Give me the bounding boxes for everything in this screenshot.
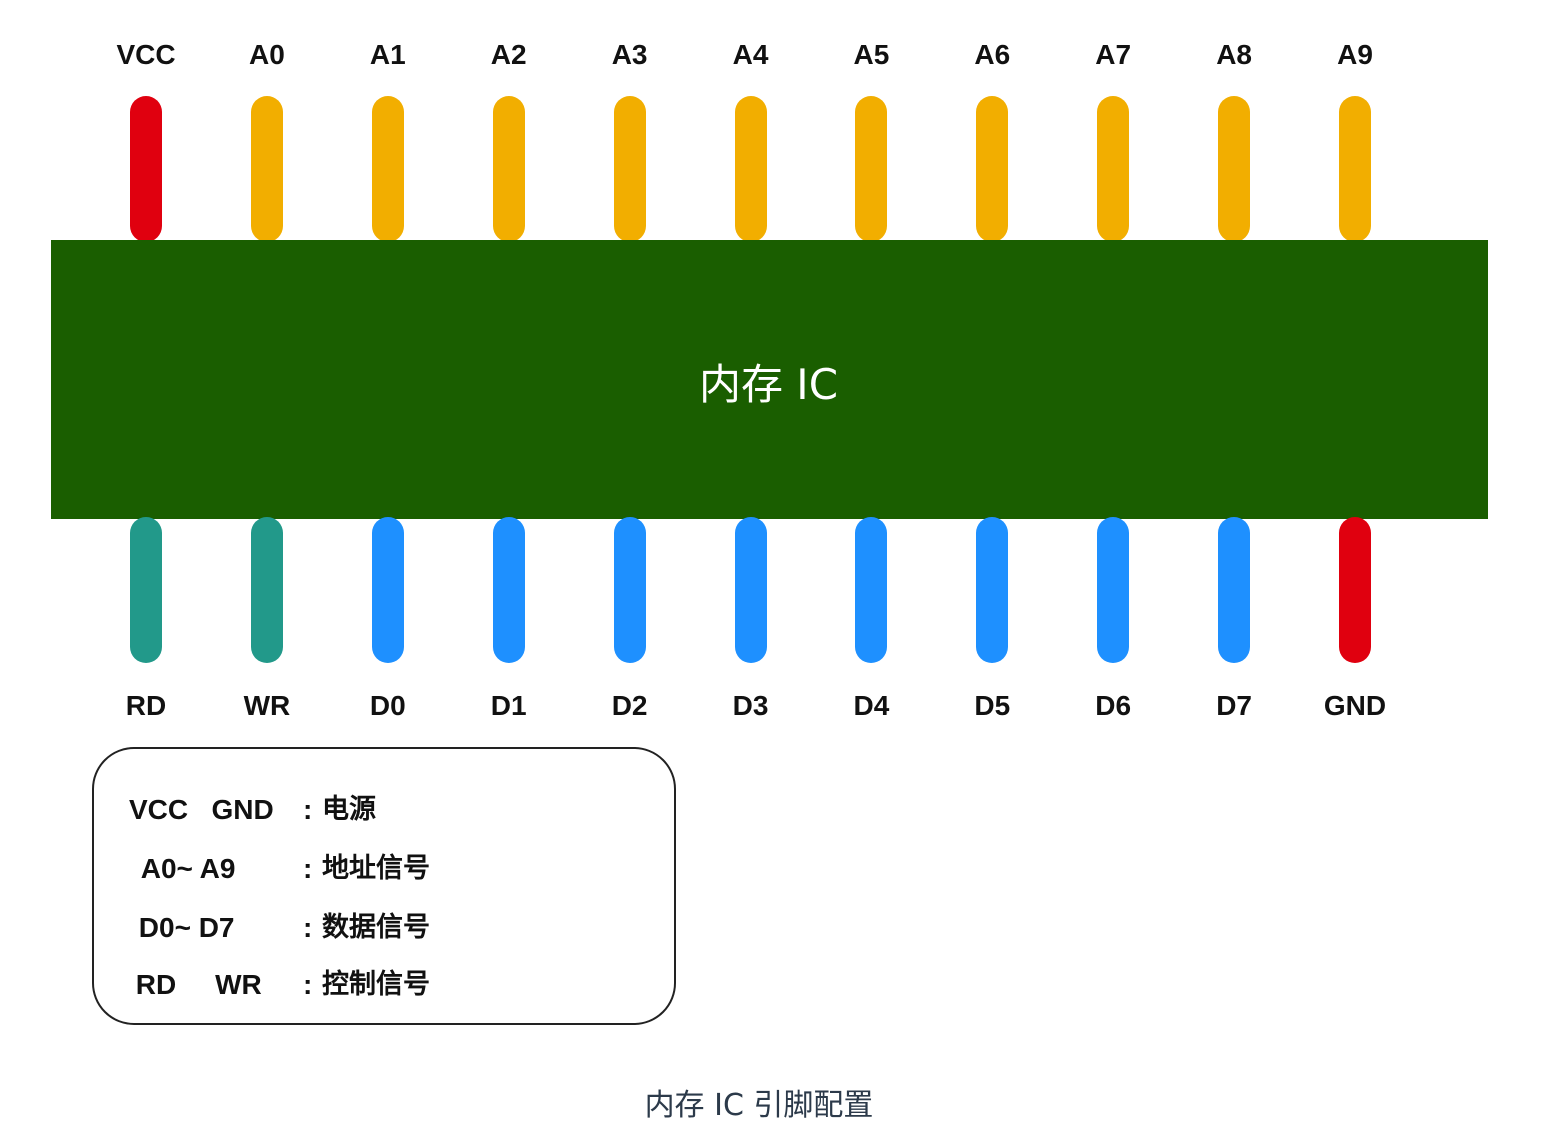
legend-key: RD WR (128, 969, 262, 1000)
pin-label-d0: D0 (369, 690, 406, 721)
pin-d1 (492, 517, 525, 663)
pin-label-a8: A8 (1216, 39, 1252, 70)
legend-colon: : (303, 853, 313, 884)
pin-label-a5: A5 (853, 39, 890, 70)
pin-a2 (492, 96, 525, 242)
legend-colon: : (303, 794, 313, 825)
pin-a9 (1339, 96, 1371, 242)
legend-desc: 数据信号 (322, 912, 430, 943)
legend-desc: 地址信号 (322, 853, 430, 884)
pin-a4 (734, 96, 767, 242)
pin-label-d6: D6 (1095, 690, 1132, 721)
pin-vcc (130, 96, 162, 242)
pin-label-d4: D4 (853, 690, 890, 721)
pin-label-gnd: GND (1323, 690, 1387, 721)
pin-label-a4: A4 (732, 39, 769, 70)
pin-a7 (1097, 96, 1130, 242)
pin-label-d7: D7 (1216, 690, 1252, 721)
pin-label-d2: D2 (611, 690, 648, 721)
pin-label-a2: A2 (490, 39, 527, 70)
pin-a0 (250, 96, 283, 242)
pin-label-a1: A1 (369, 39, 406, 70)
pin-d0 (371, 517, 404, 663)
pin-a8 (1218, 96, 1251, 242)
pin-label-rd: RD (125, 690, 167, 721)
legend-colon: : (303, 969, 313, 1000)
pin-label-a9: A9 (1337, 39, 1373, 70)
legend-desc: 电源 (322, 794, 376, 825)
pin-wr (250, 517, 283, 663)
pin-label-d5: D5 (974, 690, 1011, 721)
pin-d5 (976, 517, 1009, 663)
pin-d2 (613, 517, 646, 663)
pin-gnd (1339, 517, 1371, 663)
pin-label-a7: A7 (1095, 39, 1132, 70)
pin-label-d3: D3 (732, 690, 769, 721)
chip-label: 内存 IC (698, 360, 839, 409)
legend-desc: 控制信号 (322, 969, 430, 1000)
pin-rd (130, 517, 162, 663)
pin-a6 (976, 96, 1009, 242)
pin-label-vcc: VCC (116, 39, 176, 70)
pin-d4 (855, 517, 888, 663)
figure-caption: 内存 IC 引脚配置 (644, 1088, 874, 1123)
legend-box: VCC GND : 电源 A0~ A9 : 地址信号 D0~ D7 : 数据信号… (92, 747, 676, 1025)
pin-d3 (734, 517, 767, 663)
memory-ic-chip: 内存 IC (51, 240, 1488, 519)
pin-label-a3: A3 (611, 39, 648, 70)
pin-label-a0: A0 (248, 39, 285, 70)
legend-key: A0~ A9 (134, 853, 236, 884)
pin-a3 (613, 96, 646, 242)
pin-a1 (371, 96, 404, 242)
pin-a5 (855, 96, 888, 242)
legend-key: VCC GND (129, 794, 274, 825)
pin-label-d1: D1 (490, 690, 527, 721)
legend-key: D0~ D7 (131, 912, 235, 943)
pin-label-a6: A6 (974, 39, 1011, 70)
pin-d6 (1097, 517, 1130, 663)
legend-colon: : (303, 912, 313, 943)
pin-d7 (1218, 517, 1251, 663)
pin-label-wr: WR (243, 690, 291, 721)
